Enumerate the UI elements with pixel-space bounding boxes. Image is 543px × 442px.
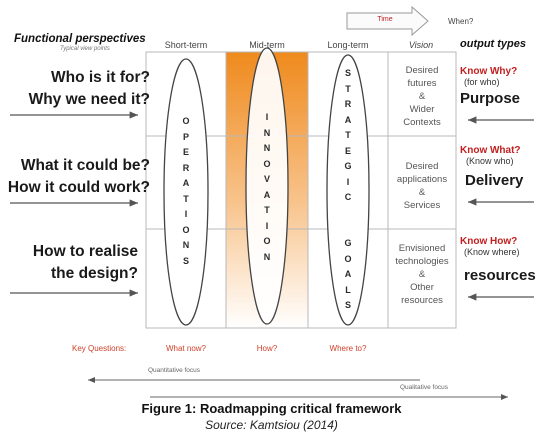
row3-questions: How to realise the design?	[0, 241, 138, 285]
column-header-mid-term: Mid-term	[249, 40, 285, 50]
time-label: Time	[377, 16, 393, 23]
typical-view-points: Typical view points	[60, 46, 110, 52]
vision-row1: Desired futures & Wider Contexts	[403, 65, 441, 128]
output-delivery: Delivery	[465, 172, 524, 189]
output-know-why: Know Why?	[460, 66, 518, 77]
qualitative-focus-label: Qualitative focus	[400, 384, 449, 391]
output-paren-row2: (Know who)	[466, 156, 514, 166]
strategic-label: S T R A T E G I C	[344, 68, 352, 202]
row1-question-1: Who is it for?	[50, 69, 150, 86]
output-paren-row3: (Know where)	[464, 247, 520, 257]
operations-ellipse	[163, 58, 209, 326]
output-purpose: Purpose	[460, 90, 521, 107]
vision-row2: Desired applications & Services	[396, 161, 448, 211]
time-arrow	[346, 5, 429, 37]
innovation-ellipse	[245, 47, 289, 325]
innovation-label: I N N O V A T I O N	[263, 112, 271, 262]
output-types-title: output types	[460, 38, 526, 50]
row2-question-2: How it could work?	[7, 179, 150, 196]
output-row1: Know Why? (for who) Purpose	[460, 66, 520, 107]
functional-perspectives-title: Functional perspectives	[14, 33, 146, 45]
goals-label: G O A L S	[344, 238, 352, 310]
key-question-what-now: What now?	[165, 344, 207, 353]
key-questions-label: Key Questions:	[72, 344, 127, 353]
vision-row3: Envisioned technologies & Other resource…	[395, 243, 449, 306]
when-label: When?	[448, 17, 474, 26]
output-resources: resources	[464, 267, 536, 284]
row1-question-2: Why we need it?	[28, 91, 150, 108]
column-header-long-term: Long-term	[327, 40, 369, 50]
column-header-vision: Vision	[408, 40, 434, 50]
figure-caption: Figure 1: Roadmapping critical framework	[141, 401, 402, 416]
output-know-what: Know What?	[460, 145, 521, 156]
row1-questions: Who is it for? Why we need it?	[0, 67, 150, 111]
output-row2: Know What? (Know who) Delivery	[460, 145, 523, 189]
row2-question-1: What it could be?	[20, 157, 150, 174]
key-question-where-to: Where to?	[329, 344, 367, 353]
key-question-how: How?	[256, 344, 278, 353]
output-know-how: Know How?	[460, 236, 518, 247]
output-paren-row1: (for who)	[464, 77, 500, 87]
strategic-goals-ellipse	[326, 54, 370, 326]
row3-question-1: How to realise	[32, 243, 138, 260]
column-header-short-term: Short-term	[164, 40, 208, 50]
operations-label: O P E R A T I O N S	[182, 116, 190, 266]
output-row3: Know How? (Know where) resources	[460, 236, 536, 284]
quantitative-focus-label: Quantitative focus	[148, 367, 201, 374]
figure-source: Source: Kamtsiou (2014)	[205, 418, 338, 432]
row2-questions: What it could be? How it could work?	[0, 155, 150, 199]
row3-question-2: the design?	[51, 265, 138, 282]
